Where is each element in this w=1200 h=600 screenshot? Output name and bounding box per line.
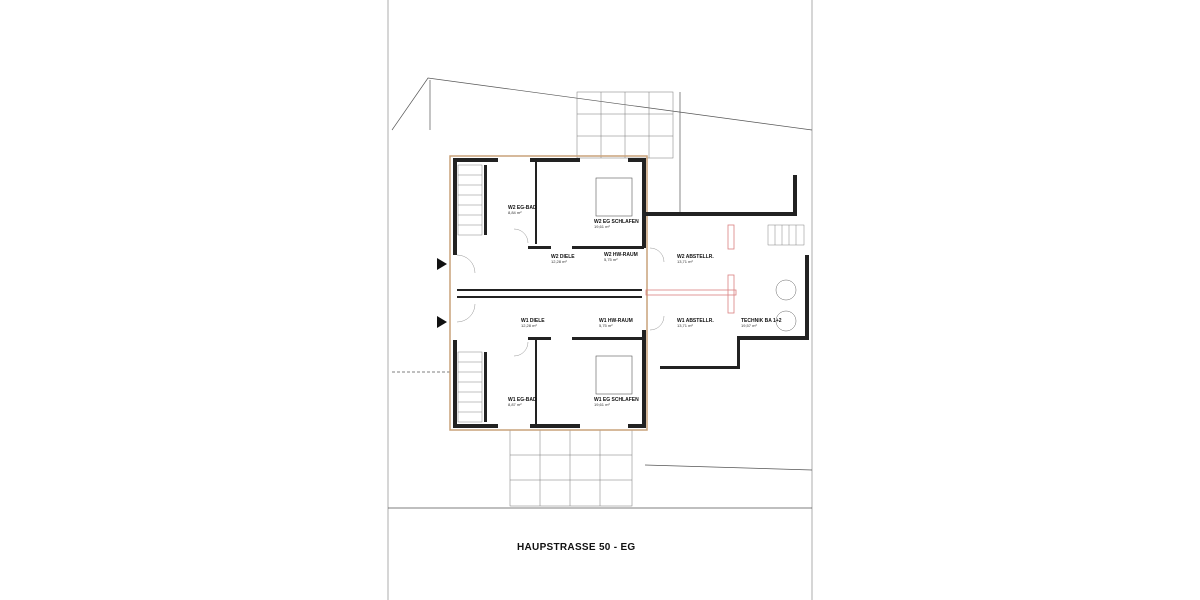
svg-text:12,28 m²: 12,28 m² <box>521 323 537 328</box>
room-label-w1-abstellr: W1 ABSTELLR.13,71 m² <box>677 318 714 328</box>
svg-text:5,75 m²: 5,75 m² <box>599 323 613 328</box>
svg-text:13,71 m²: 13,71 m² <box>677 259 693 264</box>
svg-text:TECHNIK BA 1+2: TECHNIK BA 1+2 <box>741 318 782 324</box>
svg-text:W1 EG SCHLAFEN: W1 EG SCHLAFEN <box>594 397 639 403</box>
svg-text:12,28 m²: 12,28 m² <box>551 259 567 264</box>
entrance-arrow-w1 <box>437 316 447 328</box>
svg-text:W1 ABSTELLR.: W1 ABSTELLR. <box>677 318 714 324</box>
svg-text:W2 DIELE: W2 DIELE <box>551 254 575 260</box>
bed-w1 <box>595 355 633 395</box>
svg-text:W2 EG SCHLAFEN: W2 EG SCHLAFEN <box>594 219 639 225</box>
svg-text:5,75 m²: 5,75 m² <box>604 257 618 262</box>
entrance-arrow-w2 <box>437 258 447 270</box>
terrace-bottom <box>509 429 633 507</box>
stairs-technik <box>767 224 805 246</box>
room-label-technik: TECHNIK BA 1+219,57 m² <box>741 318 782 328</box>
insulation-outline <box>449 155 648 431</box>
site-lines <box>391 77 813 471</box>
plan-title: HAUPSTRASSE 50 - EG <box>517 542 636 553</box>
terrace-top <box>576 91 674 159</box>
bed-w2 <box>595 177 633 217</box>
svg-text:W1 HW-RAUM: W1 HW-RAUM <box>599 318 633 324</box>
svg-text:8,87 m²: 8,87 m² <box>508 402 522 407</box>
svg-text:W2 ABSTELLR.: W2 ABSTELLR. <box>677 254 714 260</box>
door-swings <box>456 228 665 357</box>
technik-tanks <box>775 279 797 332</box>
svg-text:W1 DIELE: W1 DIELE <box>521 318 545 324</box>
svg-text:19,61 m²: 19,61 m² <box>594 402 610 407</box>
svg-text:19,57 m²: 19,57 m² <box>741 323 757 328</box>
svg-text:W2 HW-RAUM: W2 HW-RAUM <box>604 252 638 258</box>
stairs-top <box>457 164 483 236</box>
room-label-w2-abstellr: W2 ABSTELLR.13,71 m² <box>677 254 714 264</box>
svg-text:W1 EG-BAD: W1 EG-BAD <box>508 397 537 403</box>
svg-text:19,61 m²: 19,61 m² <box>594 224 610 229</box>
walls <box>453 158 809 428</box>
stairs-bottom <box>457 351 483 423</box>
svg-text:W2 EG-BAD: W2 EG-BAD <box>508 205 537 211</box>
svg-text:13,71 m²: 13,71 m² <box>677 323 693 328</box>
hatched-walls <box>645 224 737 314</box>
svg-text:8,84 m²: 8,84 m² <box>508 210 522 215</box>
